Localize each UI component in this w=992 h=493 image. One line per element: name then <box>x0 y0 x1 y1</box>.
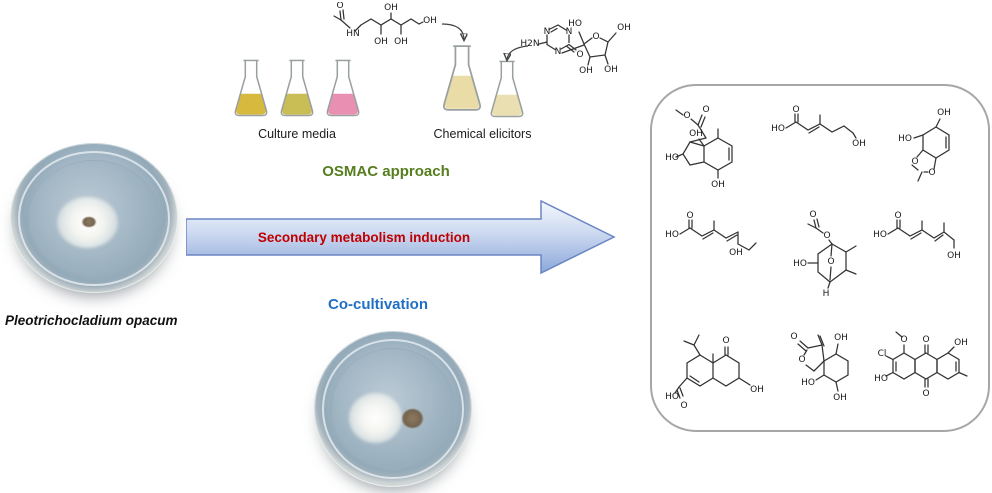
svg-text:O: O <box>922 335 929 345</box>
petri-dish-axenic <box>10 143 178 293</box>
svg-text:HO: HO <box>568 19 582 29</box>
svg-text:O: O <box>336 2 343 11</box>
svg-text:O: O <box>827 257 834 267</box>
svg-text:O: O <box>911 157 918 167</box>
petri-rim <box>18 150 170 286</box>
svg-text:OH: OH <box>834 333 848 343</box>
inoculum-plug <box>82 216 96 227</box>
metabolite-structure-4: HO O OH <box>666 211 757 258</box>
svg-text:HO: HO <box>898 134 912 144</box>
petri-dish-coculture <box>314 331 472 487</box>
co-cultivation-label: Co-cultivation <box>328 296 428 313</box>
svg-text:O: O <box>798 355 805 365</box>
svg-text:H: H <box>823 289 830 299</box>
svg-text:O: O <box>722 336 729 346</box>
svg-text:HO: HO <box>874 230 887 240</box>
svg-text:HN: HN <box>346 29 360 39</box>
metabolite-structure-3: HO OH O O <box>898 108 951 182</box>
osmac-approach-label: OSMAC approach <box>322 163 450 180</box>
elicitor-curved-arrows <box>441 23 529 84</box>
svg-text:Cl: Cl <box>878 349 887 359</box>
metabolite-structure-2: HO O OH <box>771 105 866 149</box>
svg-text:O: O <box>823 231 830 241</box>
culture-media-label: Culture media <box>258 127 336 141</box>
svg-text:HO: HO <box>793 259 807 269</box>
svg-text:H2N: H2N <box>520 39 539 49</box>
svg-text:O: O <box>900 335 907 345</box>
curved-arrow-icon <box>441 23 464 40</box>
svg-text:OH: OH <box>711 180 725 190</box>
svg-text:O: O <box>894 211 901 221</box>
chemical-elicitors-label: Chemical elicitors <box>433 127 532 141</box>
elicitor-structure-azacytidine: H2N N N N O O HO OH OH OH <box>520 19 631 74</box>
induction-arrow: Secondary metabolism induction <box>186 199 616 275</box>
svg-text:OH: OH <box>617 23 631 33</box>
curved-arrow-icon <box>507 45 529 60</box>
svg-text:O: O <box>683 111 690 121</box>
svg-text:HO: HO <box>666 230 679 240</box>
metabolites-panel: O O HO OH OH HO O OH <box>650 84 990 432</box>
svg-text:OH: OH <box>384 3 398 13</box>
partner-colony <box>402 409 423 428</box>
arrow-shape <box>186 199 616 275</box>
flask-icon-gold <box>232 56 270 120</box>
svg-text:O: O <box>576 50 583 60</box>
svg-text:N: N <box>555 47 562 57</box>
svg-text:O: O <box>809 210 816 220</box>
svg-text:OH: OH <box>604 65 618 74</box>
metabolite-structure-1: O O HO OH OH <box>666 105 733 190</box>
svg-text:HO: HO <box>771 124 785 134</box>
flask-icon-pink <box>324 56 362 120</box>
svg-text:O: O <box>790 332 797 342</box>
svg-text:N: N <box>566 27 573 37</box>
petri-rim <box>321 338 465 480</box>
metabolite-structure-9: O O OH Cl HO O <box>874 331 968 399</box>
svg-text:O: O <box>686 211 693 221</box>
svg-text:OH: OH <box>579 66 593 74</box>
svg-text:O: O <box>680 401 687 411</box>
metabolite-structure-8: O O OH HO OH <box>790 332 849 403</box>
svg-text:N: N <box>544 27 551 37</box>
petri-agar <box>28 159 160 277</box>
svg-text:OH: OH <box>750 385 764 395</box>
svg-text:OH: OH <box>689 129 703 139</box>
svg-text:OH: OH <box>833 393 847 403</box>
svg-text:OH: OH <box>947 251 961 261</box>
svg-text:OH: OH <box>937 108 951 118</box>
svg-text:HO: HO <box>801 378 815 388</box>
svg-text:HO: HO <box>666 392 679 402</box>
svg-text:OH: OH <box>374 37 388 47</box>
svg-text:O: O <box>592 32 599 42</box>
svg-text:HO: HO <box>666 153 679 163</box>
species-label: Pleotrichocladium opacum <box>5 313 178 328</box>
svg-text:OH: OH <box>423 16 437 26</box>
fungal-colony <box>348 393 403 444</box>
svg-text:HO: HO <box>874 374 888 384</box>
svg-text:O: O <box>792 105 799 115</box>
flask-icon-olive <box>278 56 316 120</box>
svg-text:O: O <box>928 168 935 178</box>
svg-text:OH: OH <box>729 248 743 258</box>
metabolite-structure-7: O OH HO O <box>666 334 764 411</box>
flask-icon-elicitor-1 <box>440 36 484 120</box>
svg-text:O: O <box>702 105 709 115</box>
induction-arrow-label: Secondary metabolism induction <box>258 230 470 245</box>
metabolite-structure-6: HO O OH <box>874 211 961 261</box>
svg-text:OH: OH <box>394 37 408 47</box>
svg-text:OH: OH <box>852 139 866 149</box>
metabolite-structure-5: O O HO O H <box>793 210 857 299</box>
svg-text:OH: OH <box>954 338 968 348</box>
svg-text:O: O <box>922 389 929 399</box>
elicitor-structure-sugar: O HN OH OH OH OH <box>333 2 437 47</box>
